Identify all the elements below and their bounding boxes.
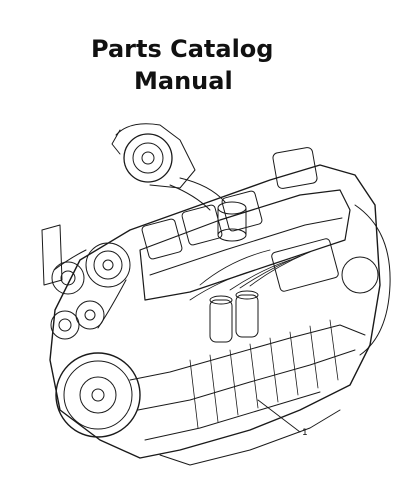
title-line-1: Parts Catalog [91,35,274,63]
title-line-2: Manual [134,67,233,95]
engine-line-drawing-icon [41,123,391,466]
callout-number: 1 [302,428,308,438]
